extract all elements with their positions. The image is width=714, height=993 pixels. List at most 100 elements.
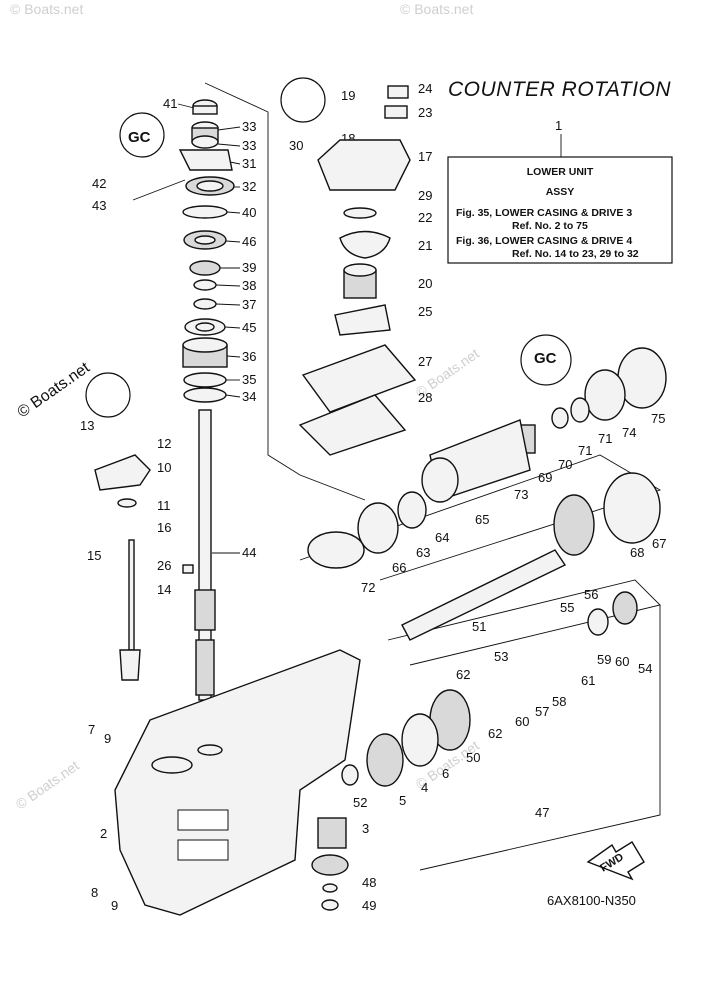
watermark: © Boats.net <box>400 1 473 17</box>
callout: 22 <box>418 210 432 225</box>
callout-1: 1 <box>555 118 562 133</box>
callout: 61 <box>581 673 595 688</box>
callout: 46 <box>242 234 256 249</box>
watermark-prominent: © Boats.net <box>15 359 94 421</box>
callout: 71 <box>578 443 592 458</box>
callout: 62 <box>488 726 502 741</box>
callout: 53 <box>494 649 508 664</box>
callout: 44 <box>242 545 256 560</box>
forward-direction-arrow: FWD <box>586 841 645 881</box>
callout: 57 <box>535 704 549 719</box>
info-line: Fig. 35, LOWER CASING & DRIVE 3 <box>456 207 632 219</box>
callout: 9 <box>111 898 118 913</box>
callout: 13 <box>80 418 94 433</box>
callout: 73 <box>514 487 528 502</box>
callout: 45 <box>242 320 256 335</box>
callout-layer: 41 33 33 31 32 40 42 43 46 39 38 37 45 3… <box>80 81 666 913</box>
callout: 3 <box>362 821 369 836</box>
callout: 48 <box>362 875 376 890</box>
callout: 49 <box>362 898 376 913</box>
callout: 4 <box>421 780 428 795</box>
diagram-code: 6AX8100-N350 <box>547 893 636 908</box>
callout: 62 <box>456 667 470 682</box>
callout: 52 <box>353 795 367 810</box>
callout: 74 <box>622 425 636 440</box>
propeller-shaft-group: GC <box>307 334 667 911</box>
callout: 23 <box>418 105 432 120</box>
callout: 42 <box>92 176 106 191</box>
callout: 37 <box>242 297 256 312</box>
callout: 9 <box>104 731 111 746</box>
callout: 27 <box>418 354 432 369</box>
callout: 5 <box>399 793 406 808</box>
callout: 71 <box>598 431 612 446</box>
callout: 32 <box>242 179 256 194</box>
watermark: © Boats.net <box>10 1 83 17</box>
callout: 63 <box>416 545 430 560</box>
info-line: ASSY <box>546 186 575 198</box>
callout: 26 <box>157 558 171 573</box>
lower-casing <box>114 649 361 916</box>
callout: 20 <box>418 276 432 291</box>
callout: 10 <box>157 460 171 475</box>
callout: 58 <box>552 694 566 709</box>
callout: 35 <box>242 372 256 387</box>
callout: 33 <box>242 119 256 134</box>
callout: 12 <box>157 436 171 451</box>
callout: 31 <box>242 156 256 171</box>
callout: 75 <box>651 411 665 426</box>
callout: 19 <box>341 88 355 103</box>
callout: 60 <box>515 714 529 729</box>
callout: 34 <box>242 389 256 404</box>
watermark: © Boats.net <box>13 757 82 812</box>
callout: 56 <box>584 587 598 602</box>
callout: 30 <box>289 138 303 153</box>
callout: 28 <box>418 390 432 405</box>
callout: 8 <box>91 885 98 900</box>
callout: 6 <box>442 766 449 781</box>
water-pump-group <box>280 77 417 456</box>
callout: 47 <box>535 805 549 820</box>
callout: 70 <box>558 457 572 472</box>
callout: 25 <box>418 304 432 319</box>
callout: 59 <box>597 652 611 667</box>
info-line: Ref. No. 14 to 23, 29 to 32 <box>512 248 639 260</box>
callout: 24 <box>418 81 432 96</box>
callout: 50 <box>466 750 480 765</box>
info-line: Fig. 36, LOWER CASING & DRIVE 4 <box>456 235 632 247</box>
callout: 72 <box>361 580 375 595</box>
callout: 67 <box>652 536 666 551</box>
callout: 11 <box>157 498 171 513</box>
info-line: LOWER UNIT <box>527 166 594 178</box>
callout: 36 <box>242 349 256 364</box>
callout: 54 <box>638 661 652 676</box>
callout: 41 <box>163 96 177 111</box>
callout: 33 <box>242 138 256 153</box>
callout: 60 <box>615 654 629 669</box>
callout: 17 <box>418 149 432 164</box>
callout: 65 <box>475 512 489 527</box>
svg-text:GC: GC <box>534 350 557 367</box>
callout: 2 <box>100 826 107 841</box>
callout: 14 <box>157 582 171 597</box>
callout: 51 <box>472 619 486 634</box>
callout: 66 <box>392 560 406 575</box>
callout: 68 <box>630 545 644 560</box>
callout: 39 <box>242 260 256 275</box>
callout: 55 <box>560 600 574 615</box>
driveshaft-stack <box>178 99 235 701</box>
callout: 43 <box>92 198 106 213</box>
callout: 15 <box>87 548 101 563</box>
callout: 7 <box>88 722 95 737</box>
callout: 16 <box>157 520 171 535</box>
page-title: COUNTER ROTATION <box>448 78 671 101</box>
callout: 21 <box>418 238 432 253</box>
callout: 29 <box>418 188 432 203</box>
callout: 40 <box>242 205 256 220</box>
info-box: 1 LOWER UNIT ASSY Fig. 35, LOWER CASING … <box>447 118 673 264</box>
callout: 69 <box>538 470 552 485</box>
shift-rod-parts: GC <box>85 112 194 681</box>
info-line: Ref. No. 2 to 75 <box>512 220 588 232</box>
